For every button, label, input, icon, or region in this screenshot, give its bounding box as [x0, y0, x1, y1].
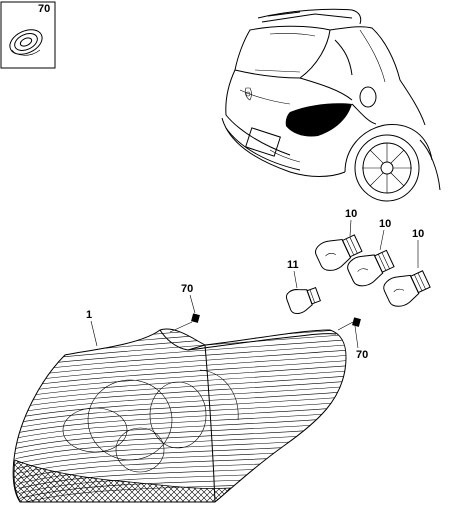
bulb-10-b: 10	[347, 218, 395, 287]
lens-rib	[15, 359, 347, 390]
lens-rib	[15, 348, 347, 380]
grommet-icon	[9, 29, 43, 56]
clip-70-upper: 70	[169, 283, 200, 333]
lens-rib	[15, 421, 347, 453]
fuel-cap	[359, 86, 377, 108]
lens-rib	[15, 343, 347, 375]
car-tail-lamp-highlight	[285, 103, 352, 137]
bulb-10-c: 10	[383, 228, 431, 307]
license-plate-recess	[245, 127, 281, 157]
lens-rib	[15, 328, 347, 349]
car-rear-view-illustration	[221, 8, 441, 202]
lens-rib	[15, 380, 347, 411]
lens-rib	[15, 364, 347, 396]
brand-emblem-icon	[244, 87, 252, 101]
bulb-a-callout: 10	[345, 208, 357, 220]
clip-upper-callout: 70	[181, 283, 193, 295]
lens-rib	[15, 328, 347, 359]
bulb-11-single: 11	[285, 259, 322, 314]
clip-70-lower: 70	[337, 317, 368, 361]
rear-wheel	[354, 134, 420, 202]
bulb-single-callout: 11	[287, 259, 299, 271]
lens-rib	[15, 333, 347, 364]
lens-rib	[15, 385, 347, 416]
lens-rib	[15, 369, 347, 401]
lens-bottom-mesh	[13, 459, 231, 503]
tail-lamp-housing: 1	[12, 309, 347, 503]
lens-rib	[15, 338, 347, 370]
bulb-c-callout: 10	[412, 228, 424, 240]
lens-rib	[15, 416, 347, 448]
inset-frame	[0, 1, 56, 69]
grommet-inset: 70	[0, 1, 56, 69]
bulb-10-a: 10	[315, 208, 363, 271]
lens-rib	[15, 411, 347, 442]
bulb-b-callout: 10	[379, 218, 391, 230]
lens-rib	[15, 400, 347, 432]
lens-rib	[15, 374, 347, 406]
lens-rib	[15, 426, 347, 458]
lens-rib	[15, 354, 347, 385]
grommet-callout: 70	[38, 3, 50, 15]
reflector-circles	[62, 369, 239, 473]
lens-rib	[15, 395, 347, 427]
clip-lower-callout: 70	[356, 349, 368, 361]
housing-callout: 1	[86, 309, 92, 321]
lens-rib	[15, 390, 347, 422]
